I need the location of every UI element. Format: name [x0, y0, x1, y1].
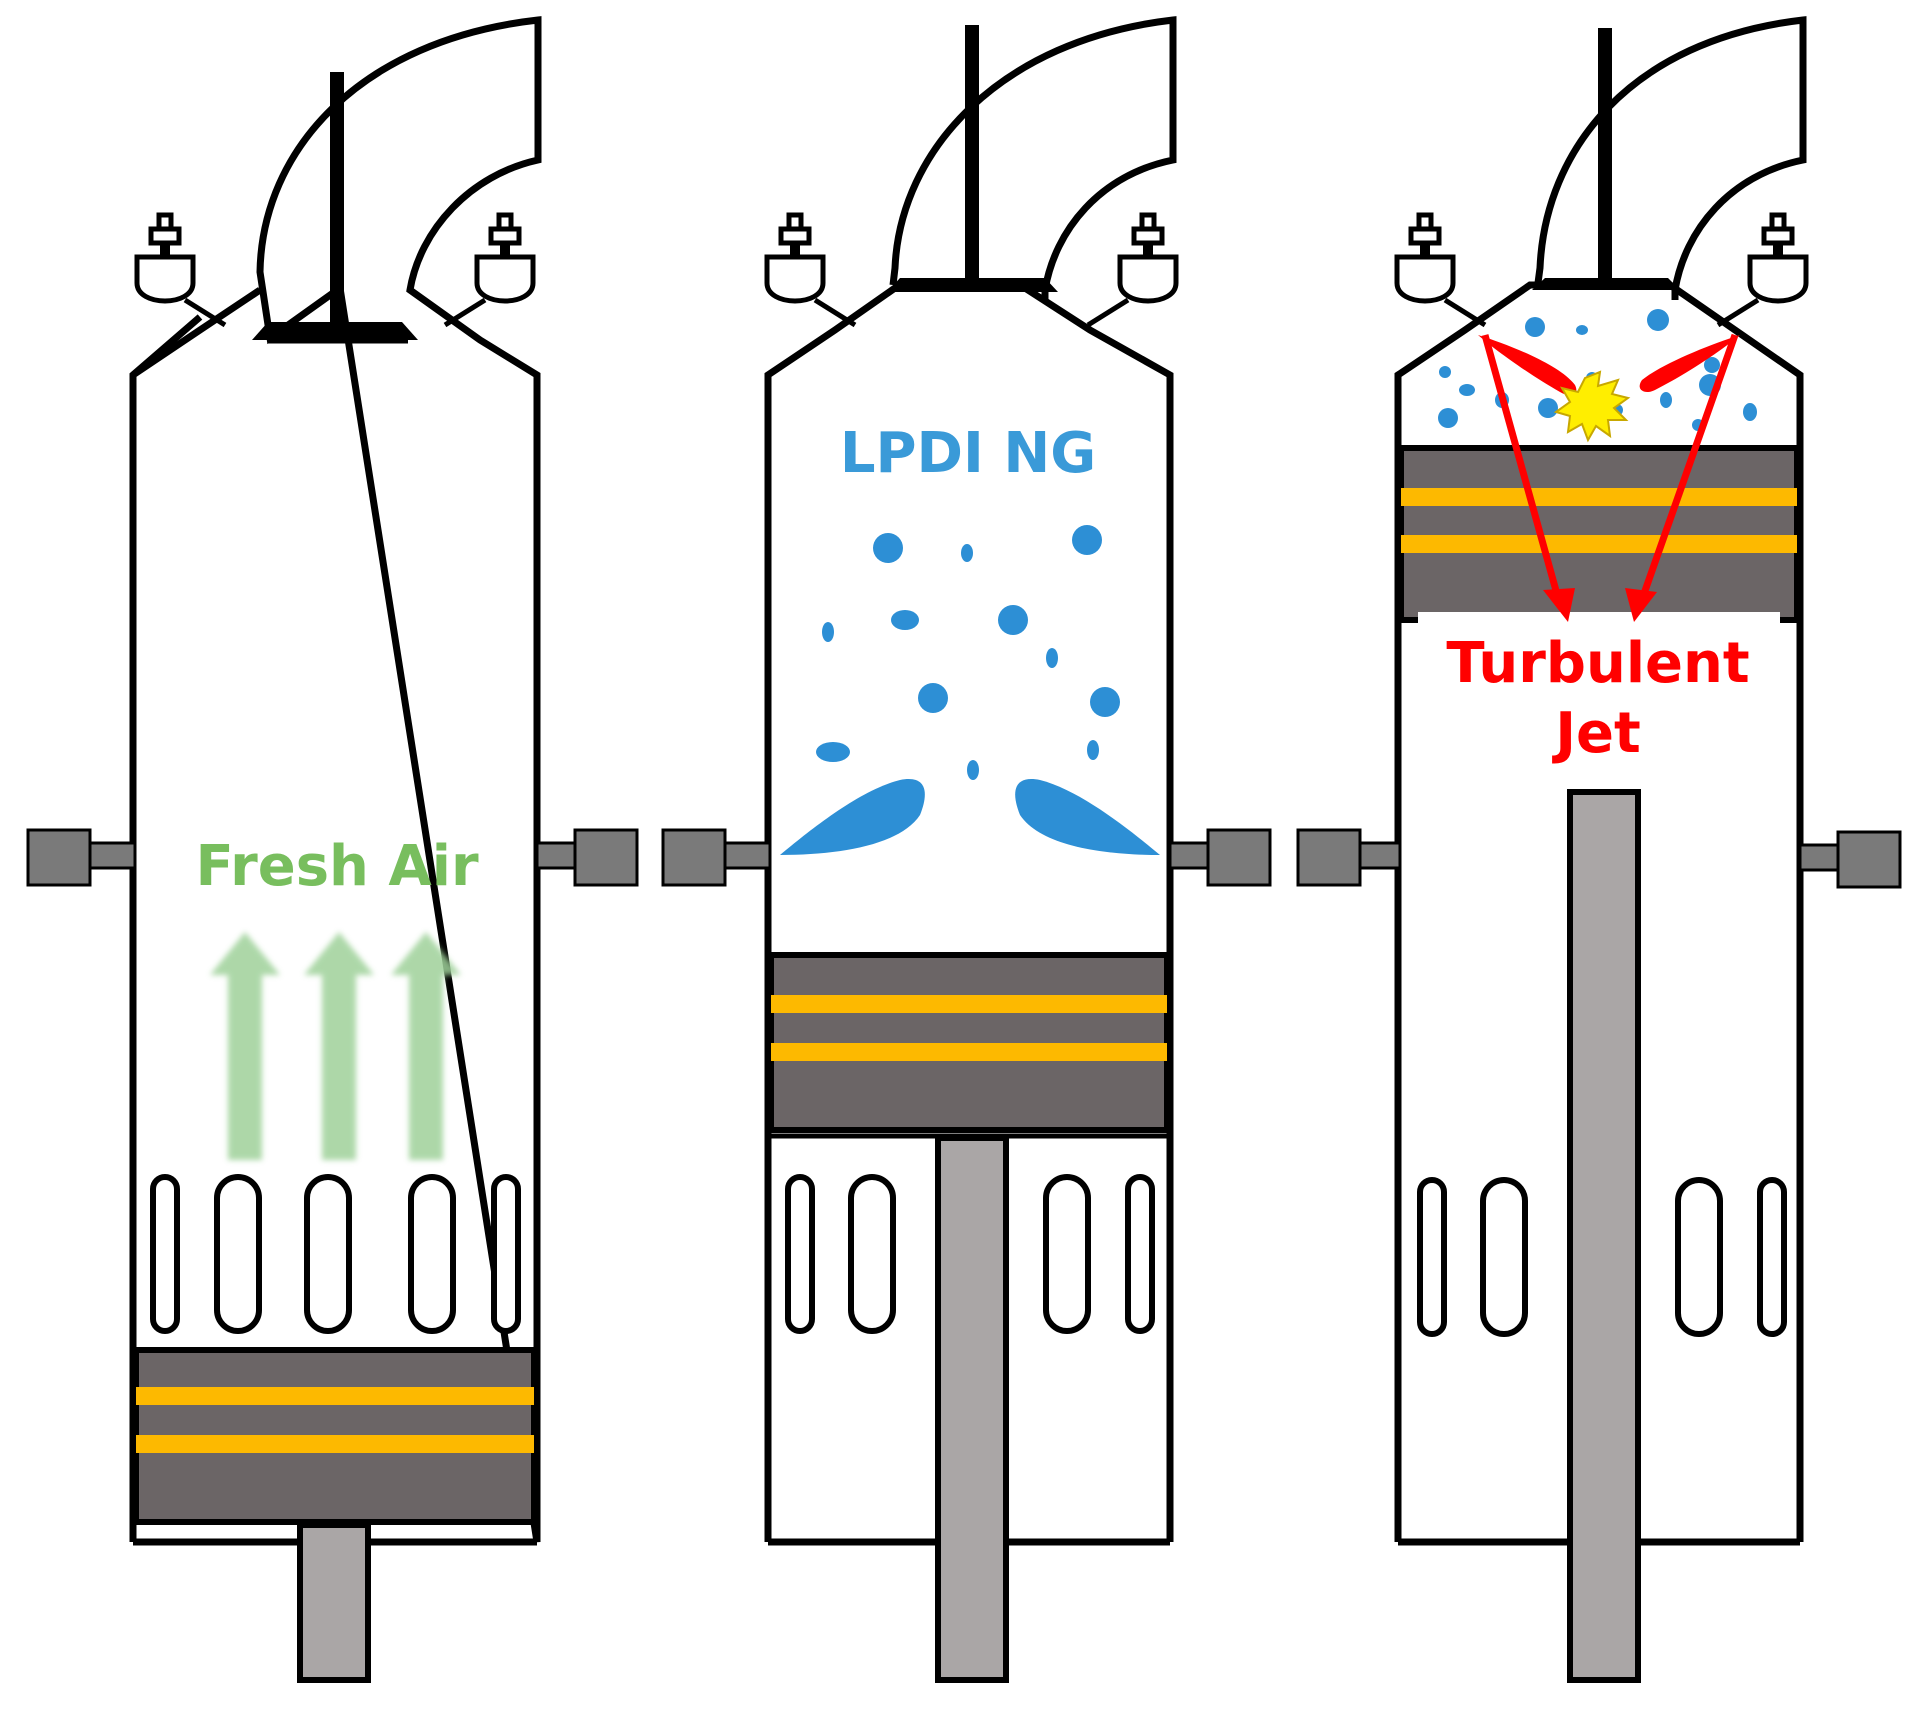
- connecting-rod: [935, 1135, 1009, 1683]
- up-arrow-icon: [210, 932, 461, 1160]
- jet-arrowhead-left: [1543, 588, 1575, 622]
- lpdi-ng-label: LPDI NG: [840, 421, 1096, 486]
- fuel-spray-right: [1015, 779, 1160, 855]
- scavenging-ports: [785, 1174, 1155, 1334]
- piston-ring-top: [771, 995, 1167, 1013]
- side-sensor-right-stem: [535, 841, 577, 870]
- side-sensor-left: [1296, 828, 1362, 887]
- side-sensor-right: [1836, 830, 1902, 889]
- connecting-rod: [297, 1522, 371, 1683]
- side-sensor-right-stem: [1168, 841, 1210, 870]
- piston-ring-bottom: [1401, 535, 1797, 553]
- spark-plug-icon: [443, 212, 536, 328]
- spark-plug-icon: [1086, 212, 1179, 328]
- fuel-spray-left: [780, 779, 925, 855]
- intake-port-bend: [1534, 16, 1807, 300]
- scavenging-ports: [150, 1174, 521, 1334]
- turbulent-jet-arrows: [1481, 333, 1739, 607]
- side-sensor-left-stem: [88, 841, 137, 870]
- turbulent-jet-label-line2: Jet: [1551, 701, 1641, 766]
- jet-flame-right: [1639, 335, 1740, 392]
- connecting-rod: [1567, 789, 1641, 1683]
- injector-icon: [764, 212, 857, 328]
- stage-combustion: Turbulent Jet: [1296, 16, 1902, 1683]
- exhaust-valve-head: [1532, 278, 1680, 290]
- piston-skirt-gap: [1418, 612, 1780, 630]
- exhaust-valve-head: [887, 278, 1058, 292]
- stage-scavenging: Fresh Air: [26, 16, 639, 1683]
- side-sensor-left: [661, 828, 727, 887]
- injector-icon: [1394, 212, 1487, 328]
- spark-burst-icon: [1553, 370, 1631, 443]
- cylinder-head-left: [131, 287, 262, 378]
- piston-ring-bottom: [771, 1043, 1167, 1061]
- turbulent-jet-label-line1: Turbulent: [1446, 631, 1749, 696]
- intake-port-bend: [889, 16, 1177, 300]
- side-sensor-left: [26, 828, 92, 887]
- exhaust-valve-head: [252, 322, 418, 340]
- fresh-air-label: Fresh Air: [195, 834, 479, 899]
- side-sensor-left-stem: [1358, 841, 1402, 870]
- side-sensor-right: [1206, 828, 1272, 887]
- side-sensor-left-stem: [723, 841, 772, 870]
- side-sensor-right-stem: [1798, 843, 1840, 872]
- jet-arrowhead-right: [1625, 588, 1657, 622]
- piston-ring-top: [1401, 488, 1797, 506]
- injector-icon: [134, 212, 227, 328]
- jet-flame-left: [1478, 335, 1577, 396]
- piston: [768, 952, 1170, 1133]
- stage-injection: LPDI NG: [661, 16, 1272, 1683]
- piston-ring-bottom: [136, 1435, 534, 1453]
- piston-ring-top: [136, 1387, 534, 1405]
- spark-plug-icon: [1716, 212, 1809, 328]
- fuel-droplets: [816, 525, 1120, 780]
- side-sensor-right: [573, 828, 639, 887]
- piston: [1398, 445, 1800, 623]
- scavenging-ports: [1417, 1177, 1787, 1337]
